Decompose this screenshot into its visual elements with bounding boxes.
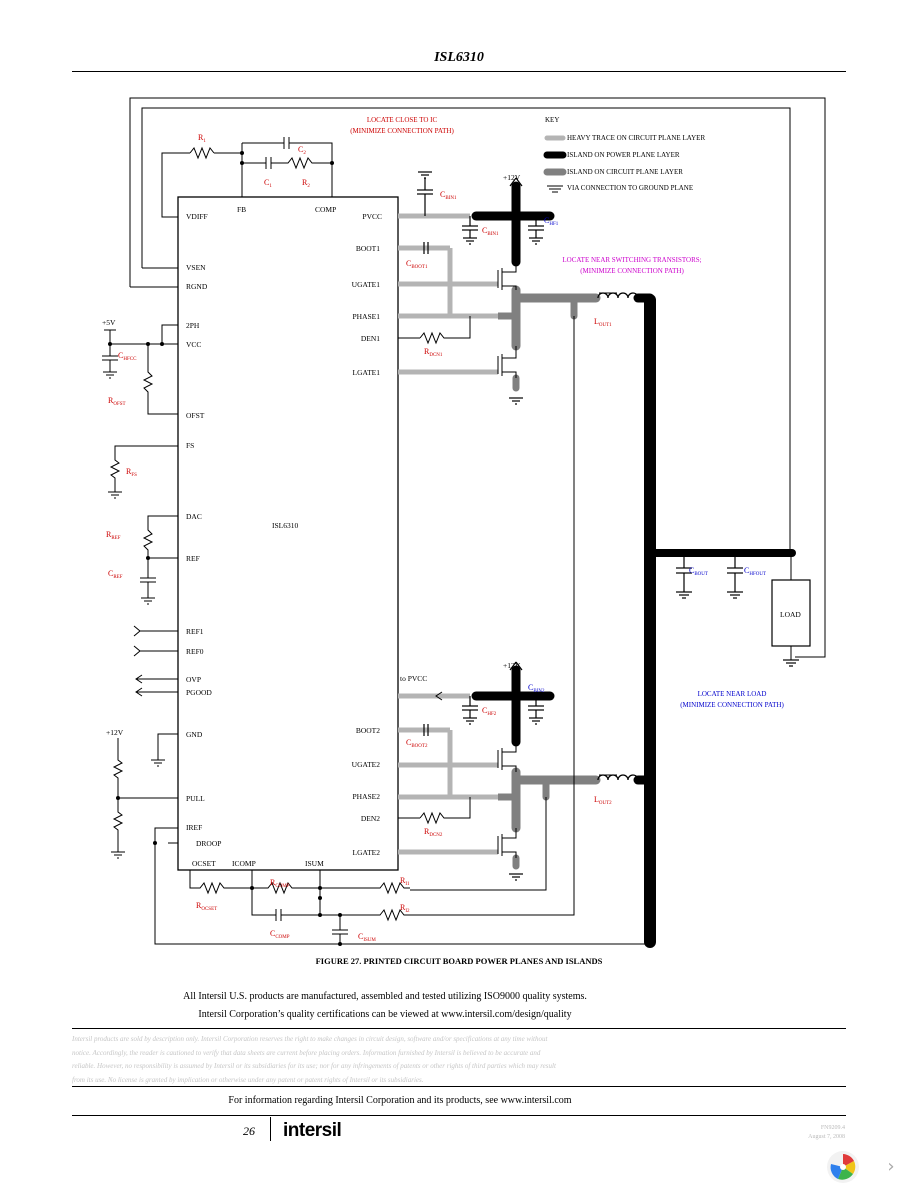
pin-isum: ISUM [305,859,324,868]
pin-comp: COMP [315,205,336,214]
pin-vdiff: VDIFF [186,212,208,221]
rail-12v-c: +12V [106,728,124,737]
pin-ocset: OCSET [192,859,216,868]
pin-ref: REF [186,554,200,563]
label-cboot1: CBOOT1 [406,259,428,270]
label-lout2: LOUT2 [594,795,612,806]
pin-pvcc: PVCC [362,212,382,221]
rail-5v: +5V [102,318,116,327]
pin-den1: DEN1 [361,334,380,343]
key-legend: KEY HEAVY TRACE ON CIRCUIT PLANE LAYER I… [543,116,705,193]
chevron-right-icon[interactable]: › [887,1156,895,1177]
note-near-switch-line2: (MINIMIZE CONNECTION PATH) [580,267,684,275]
label-rref: RREF [106,530,121,541]
label-chf2: CHF2 [482,706,497,717]
pin-rgnd: RGND [186,282,208,291]
label-lout1: LOUT1 [594,317,612,328]
pcb-layout-figure: KEY HEAVY TRACE ON CIRCUIT PLANE LAYER I… [102,97,826,948]
ic-name: ISL6310 [272,521,299,530]
label-c1: C1 [264,178,272,189]
key-item-via: VIA CONNECTION TO GROUND PLANE [567,184,693,192]
note-near-load-line1: LOCATE NEAR LOAD [698,690,767,698]
label-chfout: CHFOUT [744,566,766,577]
label-rdcn1: RDCN1 [424,347,443,358]
pin-ref1: REF1 [186,627,204,636]
pin-phase1: PHASE1 [352,312,380,321]
key-item-circuit-island: ISLAND ON CIRCUIT PLANE LAYER [567,168,683,176]
label-r2: R2 [302,178,310,189]
pin-ugate1: UGATE1 [352,280,381,289]
intersil-logo: intersil [283,1120,342,1141]
pin-pull: PULL [186,794,205,803]
disclaimer-bottom-rule [72,1086,846,1087]
key-item-heavy-trace: HEAVY TRACE ON CIRCUIT PLANE LAYER [567,134,705,142]
label-rd1: RI1 [400,876,410,887]
label-rd2: RI2 [400,903,410,914]
label-rofst: ROFST [108,396,126,407]
quality-line-2: Intersil Corporation’s quality certifica… [198,1009,572,1020]
disclaimer-top-rule [72,1028,846,1029]
pin-2ph: 2PH [186,321,200,330]
key-item-power-island: ISLAND ON POWER PLANE LAYER [567,151,680,159]
label-cbin2: CBIN2 [528,683,545,694]
label-csum: CISUM [358,932,376,943]
note-close-ic-line2: (MINIMIZE CONNECTION PATH) [350,127,454,135]
label-chfcc: CHFCC [118,351,137,362]
pin-pgood: PGOOD [186,688,212,697]
to-pvcc-label: to PVCC [400,674,427,683]
label-rcomp: RCOMP [270,878,290,889]
pin-iref: IREF [186,823,202,832]
label-cref: CREF [108,569,123,580]
ic-body [177,196,399,871]
label-r1: R1 [198,133,206,144]
pin-icomp: ICOMP [232,859,256,868]
label-ccomp: CCOMP [270,929,290,940]
pin-fb: FB [237,205,246,214]
info-line: For information regarding Intersil Corpo… [228,1095,572,1106]
rail-12v-a: +12V [503,173,521,182]
pin-dac: DAC [186,512,202,521]
footer-rule [72,1115,846,1116]
pin-vsen: VSEN [186,263,206,272]
pin-boot1: BOOT1 [356,244,380,253]
pin-lgate2: LGATE2 [353,848,381,857]
pin-ugate2: UGATE2 [352,760,381,769]
load-label: LOAD [780,610,801,619]
label-c2: C2 [298,145,306,156]
page-title: ISL6310 [434,50,484,65]
header-rule [72,71,846,72]
pin-fs: FS [186,441,194,450]
pin-phase2: PHASE2 [352,792,380,801]
note-close-ic-line1: LOCATE CLOSE TO IC [367,116,438,124]
pinwheel-logo-icon[interactable] [826,1150,860,1184]
disclaimer-text: Intersil products are sold by descriptio… [72,1035,556,1084]
note-near-load-line2: (MINIMIZE CONNECTION PATH) [680,701,784,709]
footer-divider [270,1117,271,1141]
label-rdcn2: RDCN2 [424,827,443,838]
pin-ref0: REF0 [186,647,204,656]
pin-den2: DEN2 [361,814,380,823]
pin-ofst: OFST [186,411,205,420]
pin-vcc: VCC [186,340,201,349]
label-rfs: RFS [126,467,137,478]
pin-gnd: GND [186,730,203,739]
label-cboot2: CBOOT2 [406,738,428,749]
figure-caption: FIGURE 27. PRINTED CIRCUIT BOARD POWER P… [315,956,603,966]
pin-lgate1: LGATE1 [353,368,381,377]
pin-ovp: OVP [186,675,201,684]
doc-reference: FN9209.4 August 7, 2008 [808,1125,845,1140]
key-title: KEY [545,116,559,124]
pin-droop: DROOP [196,839,221,848]
label-chf1: CHF1 [544,216,559,227]
page-number: 26 [243,1124,255,1138]
rail-12v-b: +12V [503,661,521,670]
label-cbin1: CBIN1 [440,190,457,201]
label-cbin1b: CBIN1 [482,226,499,237]
note-near-switch-line1: LOCATE NEAR SWITCHING TRANSISTORS; [562,256,701,264]
label-cbout: CBOUT [689,566,708,577]
label-rocset: ROCSET [196,901,217,912]
pin-boot2: BOOT2 [356,726,380,735]
quality-line-1: All Intersil U.S. products are manufactu… [183,991,587,1002]
